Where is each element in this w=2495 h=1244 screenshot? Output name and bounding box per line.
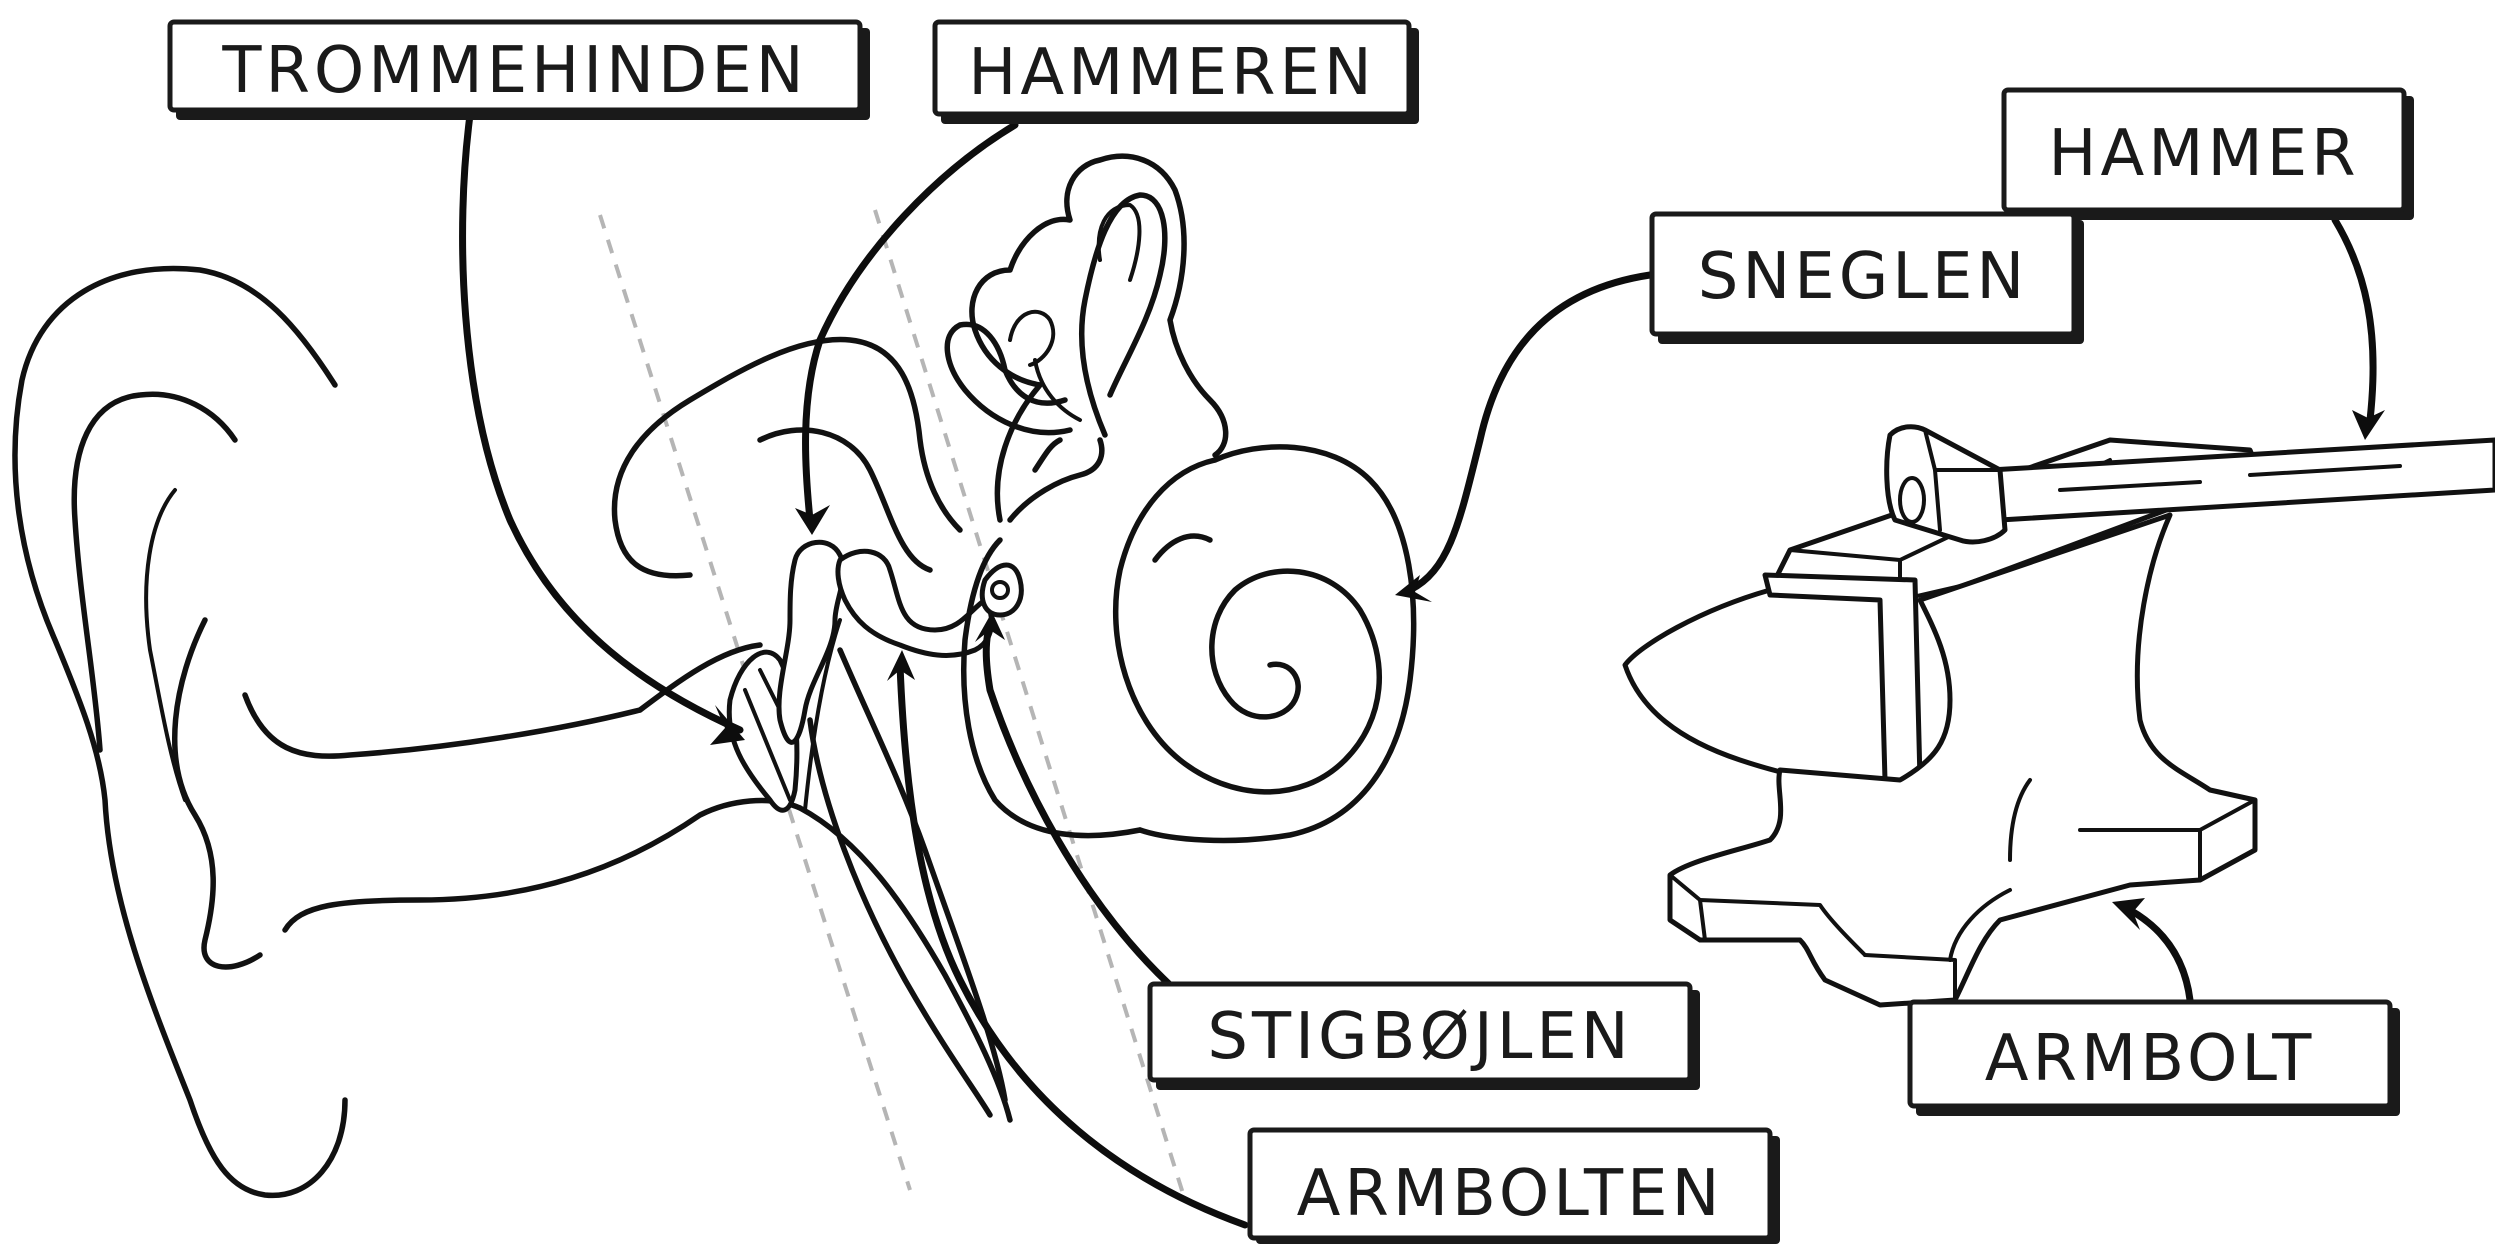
- label-stigbojlen: STIGBØJLEN: [1150, 984, 1700, 1090]
- label-sneglen-text: SNEGLEN: [1698, 240, 2029, 314]
- label-stigbojlen-text: STIGBØJLEN: [1207, 1000, 1632, 1074]
- label-hammer: HAMMER: [2004, 90, 2414, 220]
- label-trommehinden: TROMMEHINDEN: [170, 22, 870, 120]
- label-armbolten: ARMBOLTEN: [1250, 1130, 1780, 1244]
- outer-ear: [15, 268, 1010, 1195]
- label-armbolt: ARMBOLT: [1910, 1002, 2400, 1116]
- label-armbolt-text: ARMBOLT: [1985, 1022, 2316, 1096]
- inner-ear: [947, 156, 1413, 840]
- label-trommehinden-text: TROMMEHINDEN: [221, 34, 807, 108]
- label-sneglen: SNEGLEN: [1652, 214, 2084, 344]
- label-hammer-text: HAMMER: [2048, 117, 2359, 191]
- label-armbolten-text: ARMBOLTEN: [1297, 1157, 1724, 1231]
- label-hammeren-text: HAMMEREN: [968, 36, 1376, 110]
- label-hammeren: HAMMEREN: [935, 22, 1419, 124]
